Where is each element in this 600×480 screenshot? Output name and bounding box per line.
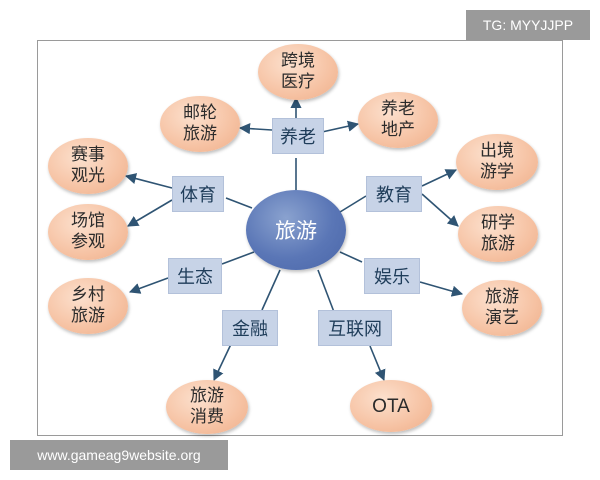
leaf-line: 地产 [381, 120, 415, 140]
link-hub-shengtai [221, 251, 255, 265]
arrow-to-changguan [127, 199, 173, 227]
leaf-line: 观光 [71, 166, 105, 186]
category-jinrong: 金融 [222, 310, 278, 346]
arrow-to-xiangcun [128, 277, 169, 294]
leaf-yanglao-dichan: 养老地产 [358, 92, 438, 148]
category-tiyu: 体育 [172, 176, 224, 212]
leaf-line: 研学 [481, 213, 515, 233]
leaf-line: 邮轮 [183, 103, 217, 123]
watermark-site: www.gameag9website.org [10, 440, 228, 470]
leaf-line: 旅游 [71, 306, 105, 326]
link-hub-tiyu [225, 197, 253, 209]
link-hub-jinrong [261, 269, 281, 311]
leaf-line: 旅游 [485, 287, 519, 307]
arrow-to-ota [369, 345, 386, 382]
leaf-line: 乡村 [71, 285, 105, 305]
hub-node-tourism: 旅游 [246, 190, 346, 270]
leaf-line: 医疗 [281, 72, 315, 92]
arrow-to-yanglao-dichan [321, 120, 360, 133]
leaf-chujing-youxue: 出境游学 [456, 134, 538, 190]
leaf-line: 参观 [71, 232, 105, 252]
leaf-line: 赛事 [71, 145, 105, 165]
leaf-lvyou-yanyi: 旅游演艺 [462, 280, 542, 336]
arrow-to-youlun [238, 123, 273, 135]
arrow-to-chujing [421, 169, 458, 187]
category-shengtai: 生态 [168, 258, 222, 294]
leaf-ota: OTA [350, 380, 432, 432]
leaf-line: OTA [372, 395, 410, 417]
leaf-line: 演艺 [485, 308, 519, 328]
link-hub-hulianwang [317, 269, 335, 313]
leaf-line: 游学 [480, 162, 514, 182]
leaf-changguan-canguan: 场馆参观 [48, 204, 128, 260]
link-hub-yule [339, 251, 363, 263]
leaf-youlun-lvyou: 邮轮旅游 [160, 96, 240, 152]
leaf-kuajing-yiliao: 跨境医疗 [258, 44, 338, 100]
leaf-yanxue-lvyou: 研学旅游 [458, 206, 538, 262]
category-hulianwang: 互联网 [318, 310, 392, 346]
leaf-line: 养老 [381, 99, 415, 119]
category-yanglao: 养老 [272, 118, 324, 154]
leaf-line: 旅游 [183, 124, 217, 144]
leaf-line: 出境 [480, 141, 514, 161]
arrow-to-yanxue [421, 193, 459, 227]
arrow-to-xiaofei [213, 341, 233, 382]
leaf-line: 旅游 [190, 386, 224, 406]
arrow-to-saishi [124, 173, 173, 189]
leaf-xiangcun-lvyou: 乡村旅游 [48, 278, 128, 334]
leaf-saishi-guanguang: 赛事观光 [48, 138, 128, 194]
link-hub-jiaoyu [339, 195, 367, 213]
leaf-lvyou-xiaofei: 旅游消费 [166, 380, 248, 434]
leaf-line: 旅游 [481, 234, 515, 254]
leaf-line: 跨境 [281, 51, 315, 71]
leaf-line: 场馆 [71, 211, 105, 231]
arrow-to-yanyi [419, 281, 464, 297]
watermark-tg: TG: MYYJJPP [466, 10, 590, 40]
category-yule: 娱乐 [364, 258, 420, 294]
leaf-line: 消费 [190, 407, 224, 427]
category-jiaoyu: 教育 [366, 176, 422, 212]
